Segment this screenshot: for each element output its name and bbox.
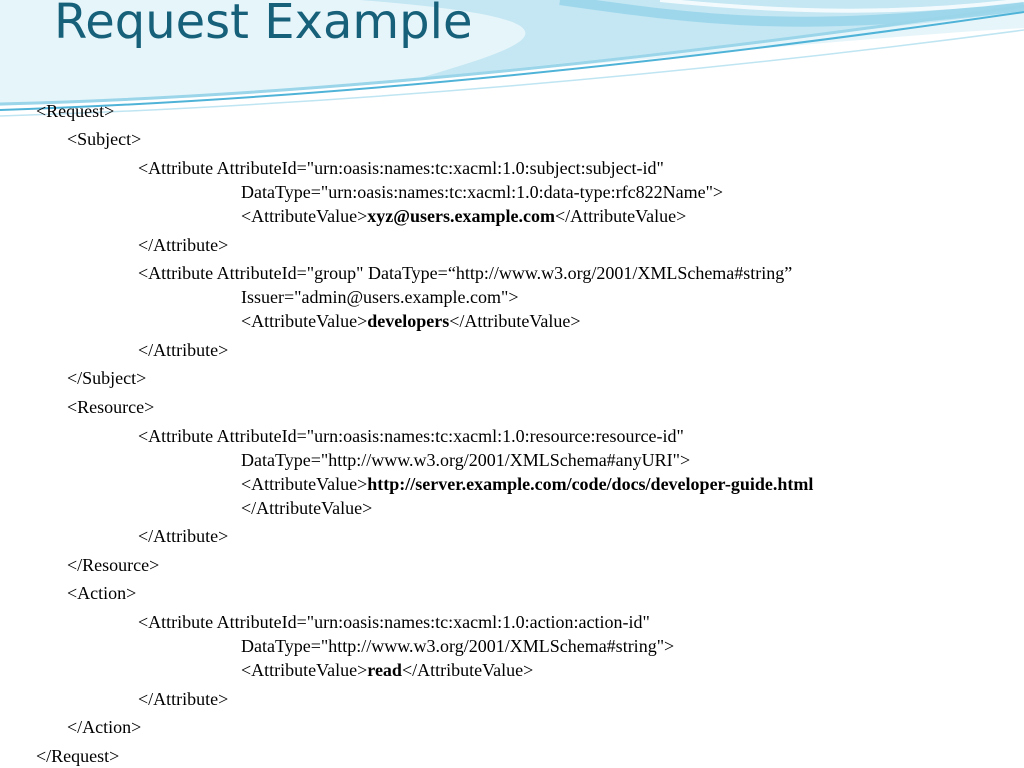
code-text: <Attribute AttributeId="urn:oasis:names:…: [138, 158, 664, 178]
code-line: DataType="http://www.w3.org/2001/XMLSche…: [241, 449, 690, 471]
attribute-value-text: xyz@users.example.com: [367, 206, 555, 226]
code-text: </Request>: [36, 746, 120, 766]
code-text: </Subject>: [67, 368, 147, 388]
header-wave-decoration: [0, 0, 1024, 117]
code-text: </Attribute>: [138, 235, 229, 255]
attribute-value-text: read: [367, 660, 402, 680]
code-line: <AttributeValue>read</AttributeValue>: [241, 659, 533, 681]
code-line: <Attribute AttributeId="urn:oasis:names:…: [138, 425, 684, 447]
code-line: </Request>: [36, 745, 119, 767]
code-line: </Action>: [67, 716, 141, 738]
code-text: <Request>: [36, 101, 115, 121]
code-text: <Action>: [67, 583, 137, 603]
code-text: </Resource>: [67, 555, 160, 575]
code-text: </Action>: [67, 717, 142, 737]
code-line: DataType="http://www.w3.org/2001/XMLSche…: [241, 635, 674, 657]
code-line: </Subject>: [67, 367, 146, 389]
code-text: <Attribute AttributeId="group" DataType=…: [138, 263, 793, 283]
code-text: </Attribute>: [138, 340, 229, 360]
slide-title: Request Example: [54, 0, 473, 50]
code-line: <AttributeValue>developers</AttributeVal…: [241, 310, 581, 332]
code-line: <Attribute AttributeId="urn:oasis:names:…: [138, 157, 664, 179]
code-text: </AttributeValue>: [401, 660, 534, 680]
code-text: </Attribute>: [138, 689, 229, 709]
code-line: DataType="urn:oasis:names:tc:xacml:1.0:d…: [241, 181, 723, 203]
attribute-value-text: developers: [367, 311, 450, 331]
code-text: <Resource>: [67, 397, 155, 417]
code-text: <AttributeValue>: [241, 660, 368, 680]
code-text: </AttributeValue>: [241, 498, 373, 518]
attribute-value-text: http://server.example.com/code/docs/deve…: [367, 474, 814, 494]
code-text: DataType="http://www.w3.org/2001/XMLSche…: [241, 450, 691, 470]
code-line: </Attribute>: [138, 234, 228, 256]
code-text: Issuer="admin@users.example.com">: [241, 287, 519, 307]
code-line: <Request>: [36, 100, 114, 122]
code-line: </Attribute>: [138, 339, 228, 361]
code-text: DataType="http://www.w3.org/2001/XMLSche…: [241, 636, 675, 656]
code-text: <Subject>: [67, 129, 142, 149]
code-text: <AttributeValue>: [241, 206, 368, 226]
code-text: <AttributeValue>: [241, 474, 368, 494]
code-line: </Attribute>: [138, 688, 228, 710]
code-line: <Resource>: [67, 396, 154, 418]
code-text: </Attribute>: [138, 526, 229, 546]
code-text: <Attribute AttributeId="urn:oasis:names:…: [138, 612, 650, 632]
code-line: </Attribute>: [138, 525, 228, 547]
code-line: <AttributeValue>xyz@users.example.com</A…: [241, 205, 686, 227]
code-line: </Resource>: [67, 554, 159, 576]
code-line: <Attribute AttributeId="urn:oasis:names:…: [138, 611, 650, 633]
code-line: <AttributeValue>http://server.example.co…: [241, 473, 813, 495]
code-line: </AttributeValue>: [241, 497, 372, 519]
code-text: </AttributeValue>: [554, 206, 687, 226]
code-text: <AttributeValue>: [241, 311, 368, 331]
code-line: Issuer="admin@users.example.com">: [241, 286, 519, 308]
code-text: </AttributeValue>: [449, 311, 581, 331]
code-text: DataType="urn:oasis:names:tc:xacml:1.0:d…: [241, 182, 724, 202]
code-line: <Attribute AttributeId="group" DataType=…: [138, 262, 792, 284]
code-line: <Subject>: [67, 128, 141, 150]
code-line: <Action>: [67, 582, 136, 604]
code-text: <Attribute AttributeId="urn:oasis:names:…: [138, 426, 684, 446]
